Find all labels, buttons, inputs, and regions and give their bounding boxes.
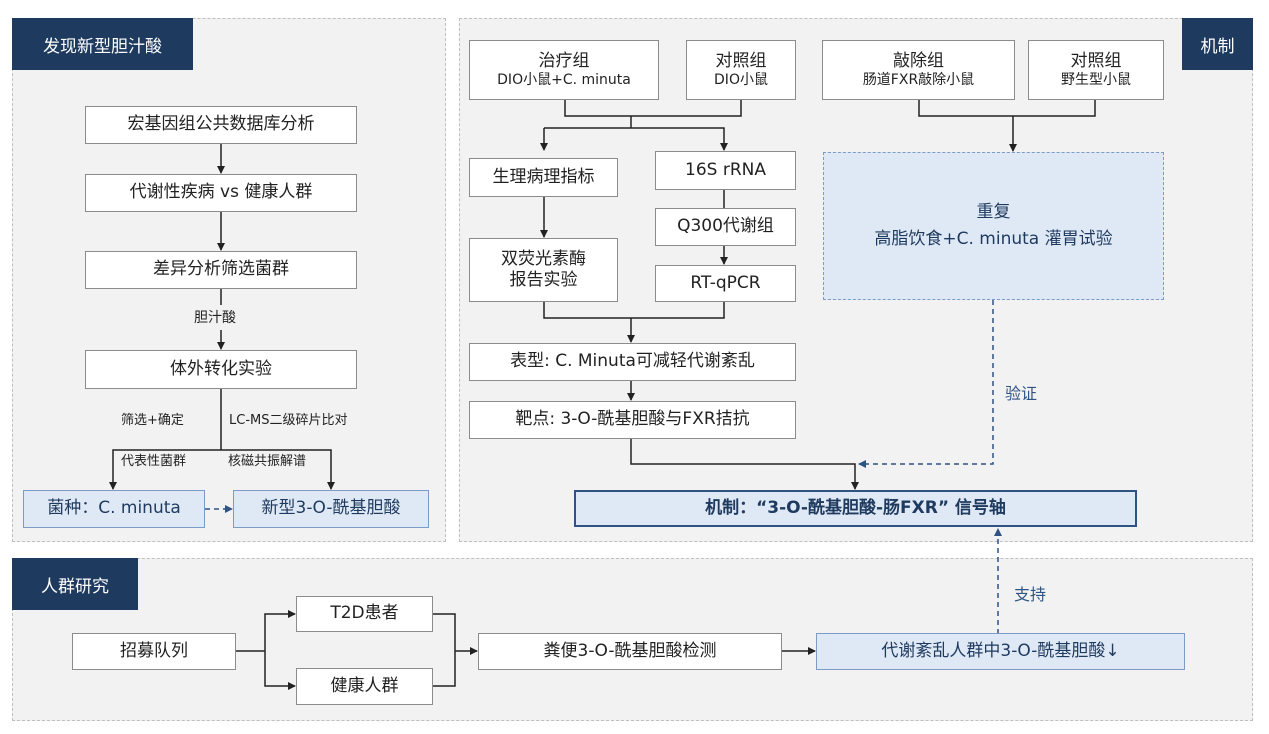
- dashed-verify-path: [858, 300, 994, 468]
- recruit-cohort-box: 招募队列: [72, 633, 236, 670]
- split-branch: [544, 127, 728, 151]
- strain-box: 菌种：C. minuta: [23, 490, 205, 528]
- knockout-group-title: 敲除组: [893, 50, 944, 71]
- discovery-tag: 发现新型胆汁酸: [12, 18, 193, 70]
- 16s-rrna-box: 16S rRNA: [655, 151, 796, 190]
- mechanism-tag: 机制: [1182, 18, 1253, 70]
- control-group-wt-title: 对照组: [1070, 50, 1122, 71]
- dual-luciferase-line2: 报告实验: [509, 270, 578, 290]
- repeat-experiment-box: 重复 高脂饮食+C. minuta 灌胃试验: [823, 152, 1164, 300]
- reduced-bile-acid-box: 代谢紊乱人群中3-O-酰基胆酸↓: [816, 633, 1185, 670]
- arrow-to-new-ba: [221, 449, 335, 490]
- support-label: 支持: [1014, 585, 1047, 604]
- bile-acid-label: 胆汁酸: [194, 310, 236, 326]
- treatment-group-sub: DIO小鼠+C. minuta: [497, 71, 631, 88]
- cohort-tag: 人群研究: [12, 558, 138, 610]
- representative-flora-label: 代表性菌群: [121, 454, 187, 469]
- metagenome-analysis-box: 宏基因组公共数据库分析: [85, 106, 357, 144]
- control-group-dio-sub: DIO小鼠: [714, 71, 768, 88]
- knockout-group-box: 敲除组 肠道FXR敲除小鼠: [822, 40, 1015, 100]
- target-box: 靶点: 3-O-酰基胆酸与FXR拮抗: [469, 401, 796, 439]
- screen-confirm-label: 筛选+确定: [121, 413, 184, 428]
- arrow-target-axis: [630, 439, 859, 490]
- merge-treat-ctrl: [564, 100, 742, 117]
- physiology-index-box: 生理病理指标: [469, 158, 618, 197]
- dual-luciferase-line1: 双荧光素酶: [501, 248, 586, 269]
- control-group-dio-box: 对照组 DIO小鼠: [686, 40, 796, 100]
- healthy-population-box: 健康人群: [296, 668, 433, 705]
- arrow-to-healthy: [264, 651, 296, 690]
- q300-metabolome-box: Q300代谢组: [655, 208, 796, 246]
- control-group-wt-sub: 野生型小鼠: [1061, 71, 1131, 88]
- disease-vs-healthy-box: 代谢性疾病 vs 健康人群: [85, 174, 357, 212]
- differential-screen-box: 差异分析筛选菌群: [85, 251, 357, 289]
- arrow-to-strain: [109, 449, 221, 490]
- rt-qpcr-box: RT-qPCR: [655, 265, 796, 302]
- phenotype-box: 表型: C. Minuta可减轻代谢紊乱: [469, 343, 796, 381]
- merge-luc-rtqpcr: [543, 302, 725, 319]
- in-vitro-conversion-box: 体外转化实验: [85, 350, 357, 389]
- dual-luciferase-box: 双荧光素酶 报告实验: [469, 238, 618, 302]
- treatment-group-title: 治疗组: [538, 50, 590, 71]
- merge-t2d-healthy: [433, 613, 456, 687]
- new-bile-acid-box: 新型3-O-酰基胆酸: [233, 490, 429, 528]
- repeat-sub: 高脂饮食+C. minuta 灌胃试验: [874, 229, 1113, 249]
- knockout-group-sub: 肠道FXR敲除小鼠: [862, 71, 975, 88]
- lcms-label: LC-MS二级碎片比对: [229, 413, 348, 428]
- arrow-to-t2d: [264, 610, 296, 651]
- merge-ko-ctrl: [918, 100, 1096, 117]
- t2d-patients-box: T2D患者: [296, 596, 433, 632]
- control-group-dio-title: 对照组: [715, 50, 767, 71]
- repeat-title: 重复: [976, 201, 1011, 222]
- treatment-group-box: 治疗组 DIO小鼠+C. minuta: [469, 40, 659, 100]
- control-group-wt-box: 对照组 野生型小鼠: [1028, 40, 1164, 100]
- signal-axis-box: 机制：“3-O-酰基胆酸-肠FXR” 信号轴: [574, 490, 1137, 527]
- verify-label: 验证: [1005, 384, 1038, 403]
- nmr-label: 核磁共振解谱: [228, 454, 307, 469]
- fecal-detection-box: 粪便3-O-酰基胆酸检测: [478, 633, 782, 670]
